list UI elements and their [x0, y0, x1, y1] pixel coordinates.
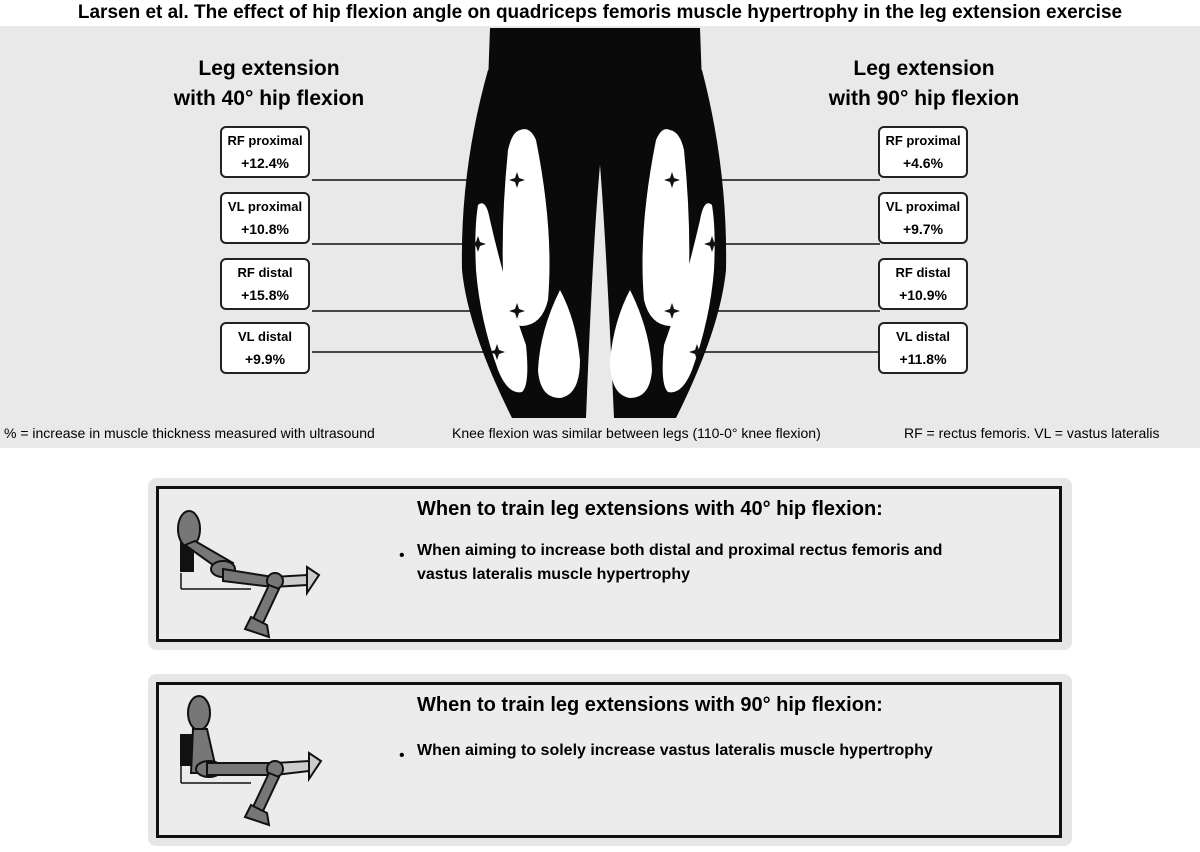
box-label: VL proximal: [885, 199, 961, 214]
card-frame: When to train leg extensions with 40° hi…: [156, 486, 1062, 642]
left-box-vl-distal: VL distal +9.9%: [220, 322, 310, 374]
box-value: +15.8%: [241, 287, 289, 303]
right-box-rf-proximal: RF proximal +4.6%: [878, 126, 968, 178]
marker-left-vl-proximal: [470, 236, 486, 252]
left-box-rf-distal: RF distal +15.8%: [220, 258, 310, 310]
card-title: When to train leg extensions with 40° hi…: [417, 498, 883, 520]
right-heading-line2: with 90° hip flexion: [828, 87, 1020, 110]
marker-right-vl-distal: [689, 344, 705, 360]
card-40-hip-flexion: When to train leg extensions with 40° hi…: [148, 478, 1072, 650]
box-value: +10.8%: [241, 221, 289, 237]
box-label: RF distal: [895, 265, 951, 280]
note-abbreviations: RF = rectus femoris. VL = vastus lateral…: [904, 425, 1160, 441]
right-box-vl-distal: VL distal +11.8%: [878, 322, 968, 374]
box-label: VL distal: [238, 329, 292, 344]
box-label: RF proximal: [885, 133, 961, 148]
right-box-vl-proximal: VL proximal +9.7%: [878, 192, 968, 244]
right-heading-line1: Leg extension: [853, 57, 995, 80]
marker-left-rf-distal: [509, 303, 525, 319]
box-value: +9.7%: [902, 221, 944, 237]
box-label: VL distal: [896, 329, 950, 344]
marker-right-rf-proximal: [664, 172, 680, 188]
seated-figure-40-icon: [177, 510, 321, 639]
box-value: +4.6%: [902, 155, 944, 171]
left-heading-line1: Leg extension: [198, 57, 340, 80]
left-heading: Leg extension with 40° hip flexion: [139, 54, 399, 114]
card-90-hip-flexion: When to train leg extensions with 90° hi…: [148, 674, 1072, 846]
note-knee-flexion: Knee flexion was similar between legs (1…: [452, 425, 821, 441]
figure-title: Larsen et al. The effect of hip flexion …: [77, 2, 1123, 23]
left-box-vl-proximal: VL proximal +10.8%: [220, 192, 310, 244]
right-vastus-lateralis: [662, 203, 715, 393]
card-frame: When to train leg extensions with 90° hi…: [156, 682, 1062, 838]
box-label: RF proximal: [227, 133, 303, 148]
left-vastus-medialis: [538, 290, 580, 398]
box-label: VL proximal: [227, 199, 303, 214]
box-label: RF distal: [237, 265, 293, 280]
bullet-icon: •: [399, 547, 405, 564]
left-box-rf-proximal: RF proximal +12.4%: [220, 126, 310, 178]
card-bullet-text: When aiming to solely increase vastus la…: [417, 742, 933, 759]
note-measurement: % = increase in muscle thickness measure…: [4, 425, 375, 441]
right-heading: Leg extension with 90° hip flexion: [794, 54, 1054, 114]
card-bullet-text: When aiming to increase both distal and …: [417, 542, 943, 583]
bullet-icon: •: [399, 747, 405, 764]
marker-right-rf-distal: [664, 303, 680, 319]
right-vastus-medialis: [610, 290, 652, 398]
box-value: +9.9%: [244, 351, 286, 367]
box-value: +10.9%: [899, 287, 947, 303]
marker-left-vl-distal: [489, 344, 505, 360]
left-vastus-lateralis: [475, 203, 528, 393]
right-box-rf-distal: RF distal +10.9%: [878, 258, 968, 310]
marker-right-vl-proximal: [704, 236, 720, 252]
left-heading-line2: with 40° hip flexion: [173, 87, 365, 110]
box-value: +12.4%: [241, 155, 289, 171]
card-title: When to train leg extensions with 90° hi…: [417, 694, 883, 716]
box-value: +11.8%: [899, 351, 947, 367]
right-rectus-femoris: [642, 129, 690, 326]
seated-figure-90-icon: [180, 695, 323, 827]
marker-left-rf-proximal: [509, 172, 525, 188]
